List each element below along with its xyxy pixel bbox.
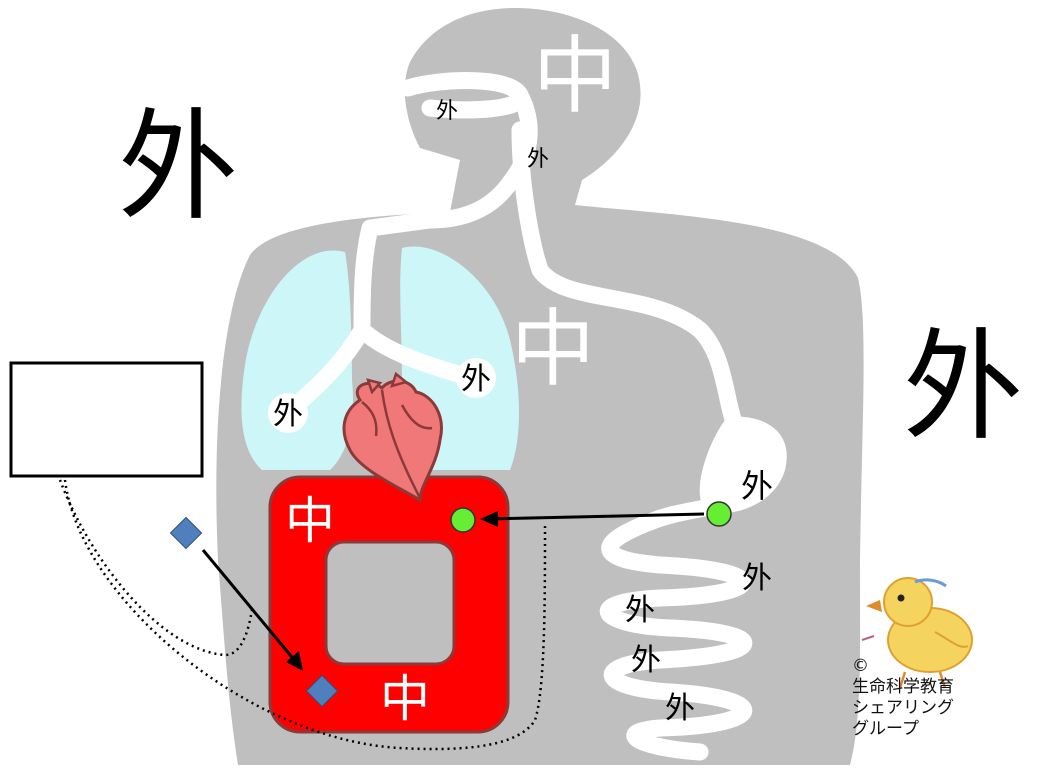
copyright-symbol: © (852, 656, 869, 676)
digestive-tract (511, 121, 787, 761)
chick-mascot-icon (861, 577, 973, 689)
outside-label-gut-3: 外 (631, 643, 661, 678)
heart-icon (342, 371, 443, 503)
dotted-line-long (63, 479, 547, 751)
outside-label-stomach: 外 (741, 467, 773, 505)
outside-label-lung-right: 外 (461, 362, 491, 397)
diamond-inside (305, 674, 339, 708)
credit-block: © 生命科学教育 シェアリング グループ (852, 656, 1002, 740)
dotted-line-short (58, 479, 254, 657)
outside-label-gut-1: 外 (742, 561, 772, 596)
credit-line-3: グループ (852, 719, 919, 739)
diamond-outside (169, 516, 203, 550)
inside-label-torso: 中 (511, 300, 595, 398)
outside-label-big-right: 外 (903, 318, 1023, 457)
outside-label-throat: 外 (527, 147, 549, 172)
outside-label-gut-4: 外 (665, 691, 695, 726)
outside-label-gut-2: 外 (625, 593, 655, 628)
inside-label-head: 中 (533, 27, 617, 125)
bubble-lung-left (268, 393, 308, 433)
absorption-arrow-head (480, 511, 498, 527)
outside-label-nose: 外 (436, 99, 458, 124)
diamond-arrow-head (286, 651, 303, 671)
diamond-arrow-line (201, 549, 298, 663)
blank-label-box (9, 361, 204, 478)
inside-label-blood-top: 中 (285, 492, 335, 550)
bubble-lung-right (456, 358, 496, 398)
airway-tract (281, 72, 538, 419)
outside-label-lung-left: 外 (273, 397, 303, 432)
particle-in-blood (450, 507, 476, 533)
credit-line-2: シェアリング (852, 698, 954, 718)
particle-in-gut (706, 501, 732, 527)
absorption-arrow-line (487, 512, 705, 521)
outside-label-big-left: 外 (118, 98, 238, 237)
credit-line-1: 生命科学教育 (852, 677, 954, 697)
stomach (699, 418, 787, 514)
inside-label-blood-bottom: 中 (380, 670, 430, 728)
cell-interior (324, 540, 456, 666)
